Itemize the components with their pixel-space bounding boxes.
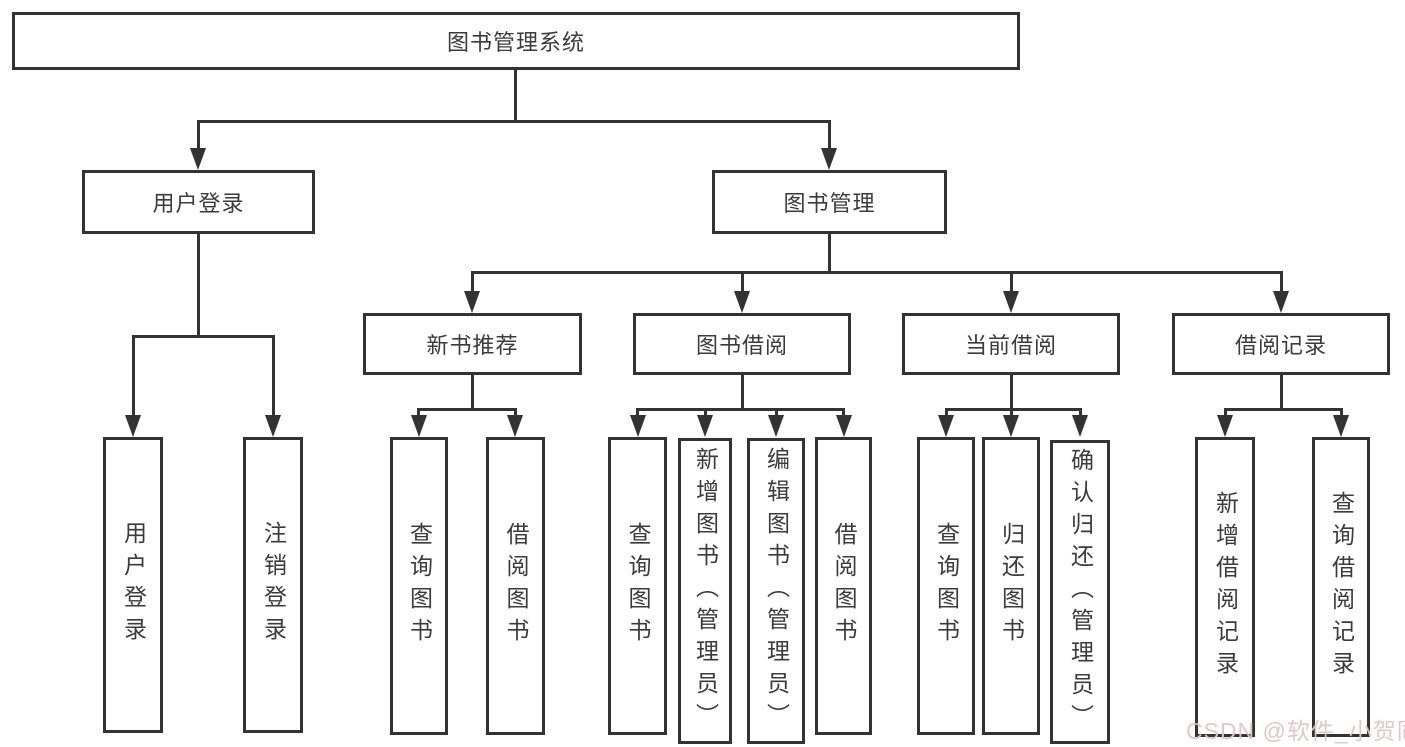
node-current-borrowing-label: 当前借阅 bbox=[964, 333, 1057, 358]
leaf-current-query-book: 查询图书 bbox=[917, 437, 975, 735]
leaf-borrowing-query-book: 查询图书 bbox=[608, 437, 667, 735]
connector-line bbox=[828, 120, 831, 150]
arrow-down-icon bbox=[1217, 415, 1233, 437]
connector-line bbox=[197, 120, 831, 123]
node-user-login: 用户登录 bbox=[82, 170, 315, 234]
leaf-borrowing-query-book-label: 查询图书 bbox=[625, 522, 651, 650]
connector-line bbox=[945, 408, 1082, 411]
connector-line bbox=[775, 408, 778, 420]
connector-line bbox=[417, 408, 420, 420]
connector-line bbox=[514, 408, 517, 420]
leaf-query-borrow-record-label: 查询借阅记录 bbox=[1328, 491, 1355, 683]
node-root-label: 图书管理系统 bbox=[446, 30, 585, 55]
node-book-management-label: 图书管理 bbox=[783, 191, 876, 216]
node-new-book-recommend: 新书推荐 bbox=[363, 313, 582, 375]
leaf-confirm-return-admin-label: 确认归还（管理员） bbox=[1067, 448, 1094, 736]
arrow-down-icon bbox=[1072, 415, 1088, 437]
arrow-down-icon bbox=[190, 148, 206, 170]
arrow-down-icon bbox=[507, 415, 523, 437]
leaf-current-query-book-label: 查询图书 bbox=[933, 522, 960, 650]
node-borrowing-records-label: 借阅记录 bbox=[1234, 333, 1327, 358]
node-new-book-recommend-label: 新书推荐 bbox=[426, 333, 519, 358]
connector-line bbox=[471, 271, 1283, 274]
node-user-login-label: 用户登录 bbox=[152, 191, 245, 216]
connector-line bbox=[1010, 271, 1013, 295]
connector-line bbox=[1224, 408, 1343, 411]
leaf-recommend-query-book-label: 查询图书 bbox=[406, 522, 433, 650]
leaf-recommend-borrow-book-label: 借阅图书 bbox=[503, 522, 529, 650]
connector-line bbox=[1079, 408, 1082, 420]
connector-line bbox=[842, 408, 845, 420]
arrow-down-icon bbox=[1333, 415, 1349, 437]
connector-line bbox=[828, 234, 831, 274]
arrow-down-icon bbox=[464, 291, 480, 313]
connector-line bbox=[1010, 408, 1013, 420]
arrow-down-icon bbox=[265, 415, 281, 437]
connector-line bbox=[704, 408, 707, 420]
node-book-borrowing: 图书借阅 bbox=[633, 313, 851, 375]
connector-line bbox=[471, 271, 474, 295]
connector-line bbox=[272, 335, 275, 417]
connector-line bbox=[741, 375, 744, 411]
arrow-down-icon bbox=[1003, 415, 1019, 437]
arrow-down-icon bbox=[1273, 291, 1289, 313]
connector-line bbox=[132, 335, 275, 338]
arrow-down-icon bbox=[821, 148, 837, 170]
leaf-add-book-admin: 新增图书（管理员） bbox=[678, 438, 732, 744]
node-borrowing-records: 借阅记录 bbox=[1172, 313, 1390, 375]
node-book-management: 图书管理 bbox=[712, 170, 947, 234]
leaf-logout-label: 注销登录 bbox=[260, 521, 287, 649]
connector-line bbox=[197, 234, 200, 338]
leaf-borrowing-borrow-book: 借阅图书 bbox=[815, 437, 872, 735]
leaf-add-book-admin-label: 新增图书（管理员） bbox=[692, 447, 719, 735]
connector-line bbox=[1010, 375, 1013, 411]
node-current-borrowing: 当前借阅 bbox=[902, 313, 1120, 375]
node-root: 图书管理系统 bbox=[12, 12, 1020, 70]
leaf-edit-book-admin-label: 编辑图书（管理员） bbox=[763, 447, 790, 735]
arrow-down-icon bbox=[1003, 291, 1019, 313]
leaf-recommend-borrow-book: 借阅图书 bbox=[486, 437, 545, 735]
arrow-down-icon bbox=[630, 415, 646, 437]
arrow-down-icon bbox=[697, 415, 713, 437]
leaf-query-borrow-record: 查询借阅记录 bbox=[1312, 437, 1370, 737]
leaf-user-login-label: 用户登录 bbox=[120, 521, 147, 649]
connector-line bbox=[132, 335, 135, 417]
connector-line bbox=[514, 70, 517, 123]
connector-line bbox=[417, 408, 517, 411]
arrow-down-icon bbox=[836, 415, 852, 437]
leaf-logout: 注销登录 bbox=[243, 437, 303, 733]
connector-line bbox=[1224, 408, 1227, 420]
connector-line bbox=[471, 375, 474, 411]
leaf-recommend-query-book: 查询图书 bbox=[390, 437, 448, 735]
leaf-return-book-label: 归还图书 bbox=[998, 522, 1025, 650]
arrow-down-icon bbox=[125, 415, 141, 437]
leaf-edit-book-admin: 编辑图书（管理员） bbox=[747, 438, 805, 744]
leaf-add-borrow-record-label: 新增借阅记录 bbox=[1212, 491, 1239, 683]
arrow-down-icon bbox=[938, 415, 954, 437]
leaf-add-borrow-record: 新增借阅记录 bbox=[1195, 437, 1255, 737]
leaf-user-login: 用户登录 bbox=[103, 437, 163, 733]
connector-line bbox=[197, 120, 200, 150]
arrow-down-icon bbox=[768, 415, 784, 437]
connector-line bbox=[1280, 271, 1283, 295]
connector-line bbox=[945, 408, 948, 420]
connector-line bbox=[636, 408, 845, 411]
arrow-down-icon bbox=[734, 291, 750, 313]
connector-line bbox=[1280, 375, 1283, 411]
node-book-borrowing-label: 图书借阅 bbox=[695, 333, 788, 358]
csdn-watermark: CSDN @软件_小贺同学 bbox=[1186, 718, 1405, 744]
leaf-confirm-return-admin: 确认归还（管理员） bbox=[1050, 440, 1110, 744]
leaf-return-book: 归还图书 bbox=[982, 437, 1040, 735]
leaf-borrowing-borrow-book-label: 借阅图书 bbox=[831, 522, 857, 650]
connector-line bbox=[1340, 408, 1343, 420]
arrow-down-icon bbox=[411, 415, 427, 437]
connector-line bbox=[741, 271, 744, 295]
connector-line bbox=[636, 408, 639, 420]
